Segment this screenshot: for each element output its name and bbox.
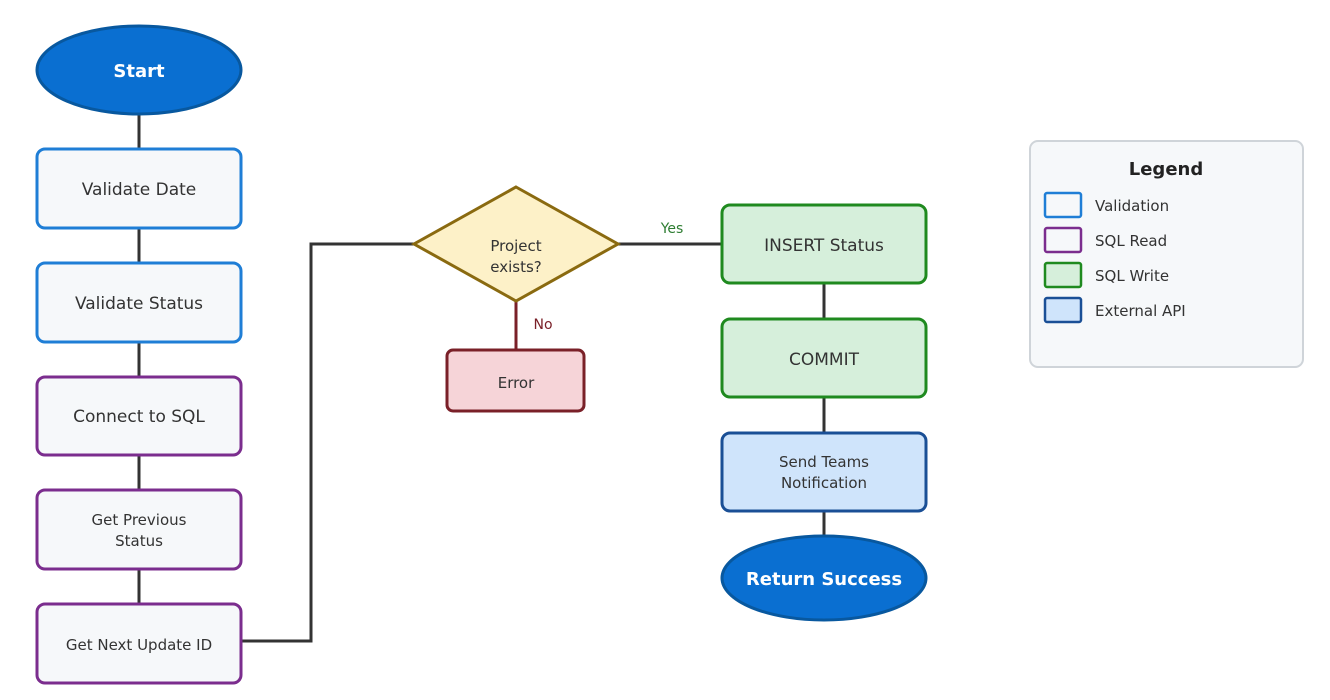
get-next-update-id-label: Get Next Update ID — [66, 636, 212, 654]
connectors — [137, 114, 826, 643]
error-node: Error — [445, 348, 586, 413]
insert-status-label: INSERT Status — [764, 236, 884, 256]
send-teams-notification-node: Send Teams Notification — [720, 431, 928, 513]
decision-label-line2: exists? — [490, 258, 541, 276]
send-teams-label-line2: Notification — [781, 474, 867, 492]
get-next-update-id-node: Get Next Update ID — [35, 602, 243, 685]
legend: Legend Validation SQL Read SQL Write Ext… — [1029, 140, 1304, 368]
legend-swatch-validation — [1043, 191, 1083, 219]
get-previous-status-node: Get Previous Status — [35, 488, 243, 571]
legend-label-sql-read: SQL Read — [1095, 232, 1167, 250]
legend-item-external-api: External API — [1043, 296, 1186, 324]
get-previous-status-label-line1: Get Previous — [92, 511, 187, 529]
return-success-node: Return Success — [720, 534, 928, 622]
legend-label-validation: Validation — [1095, 197, 1169, 215]
no-edge-label: No — [533, 317, 552, 333]
legend-swatch-sql-write — [1043, 261, 1083, 289]
yes-edge-label: Yes — [660, 221, 684, 237]
error-label: Error — [498, 374, 535, 392]
start-node: Start — [35, 24, 243, 116]
return-success-label: Return Success — [746, 569, 902, 590]
insert-status-node: INSERT Status — [720, 203, 928, 285]
decision-label-line1: Project — [490, 237, 541, 255]
commit-node: COMMIT — [720, 317, 928, 399]
connect-sql-node: Connect to SQL — [35, 375, 243, 457]
connect-sql-label: Connect to SQL — [73, 407, 205, 427]
send-teams-label-line1: Send Teams — [779, 453, 869, 471]
get-previous-status-label-line2: Status — [115, 532, 163, 550]
legend-swatch-external-api — [1043, 296, 1083, 324]
legend-item-sql-read: SQL Read — [1043, 226, 1167, 254]
validate-date-label: Validate Date — [82, 180, 197, 200]
commit-label: COMMIT — [789, 350, 860, 370]
validate-date-node: Validate Date — [35, 147, 243, 230]
legend-title: Legend — [1129, 159, 1203, 180]
legend-label-sql-write: SQL Write — [1095, 267, 1169, 285]
legend-item-sql-write: SQL Write — [1043, 261, 1169, 289]
validate-status-label: Validate Status — [75, 294, 203, 314]
validate-status-node: Validate Status — [35, 261, 243, 344]
project-exists-decision: Project exists? — [410, 185, 622, 303]
edge-get-next-decision — [242, 242, 414, 643]
legend-item-validation: Validation — [1043, 191, 1169, 219]
legend-swatch-sql-read — [1043, 226, 1083, 254]
start-label: Start — [113, 61, 165, 82]
legend-label-external-api: External API — [1095, 302, 1186, 320]
